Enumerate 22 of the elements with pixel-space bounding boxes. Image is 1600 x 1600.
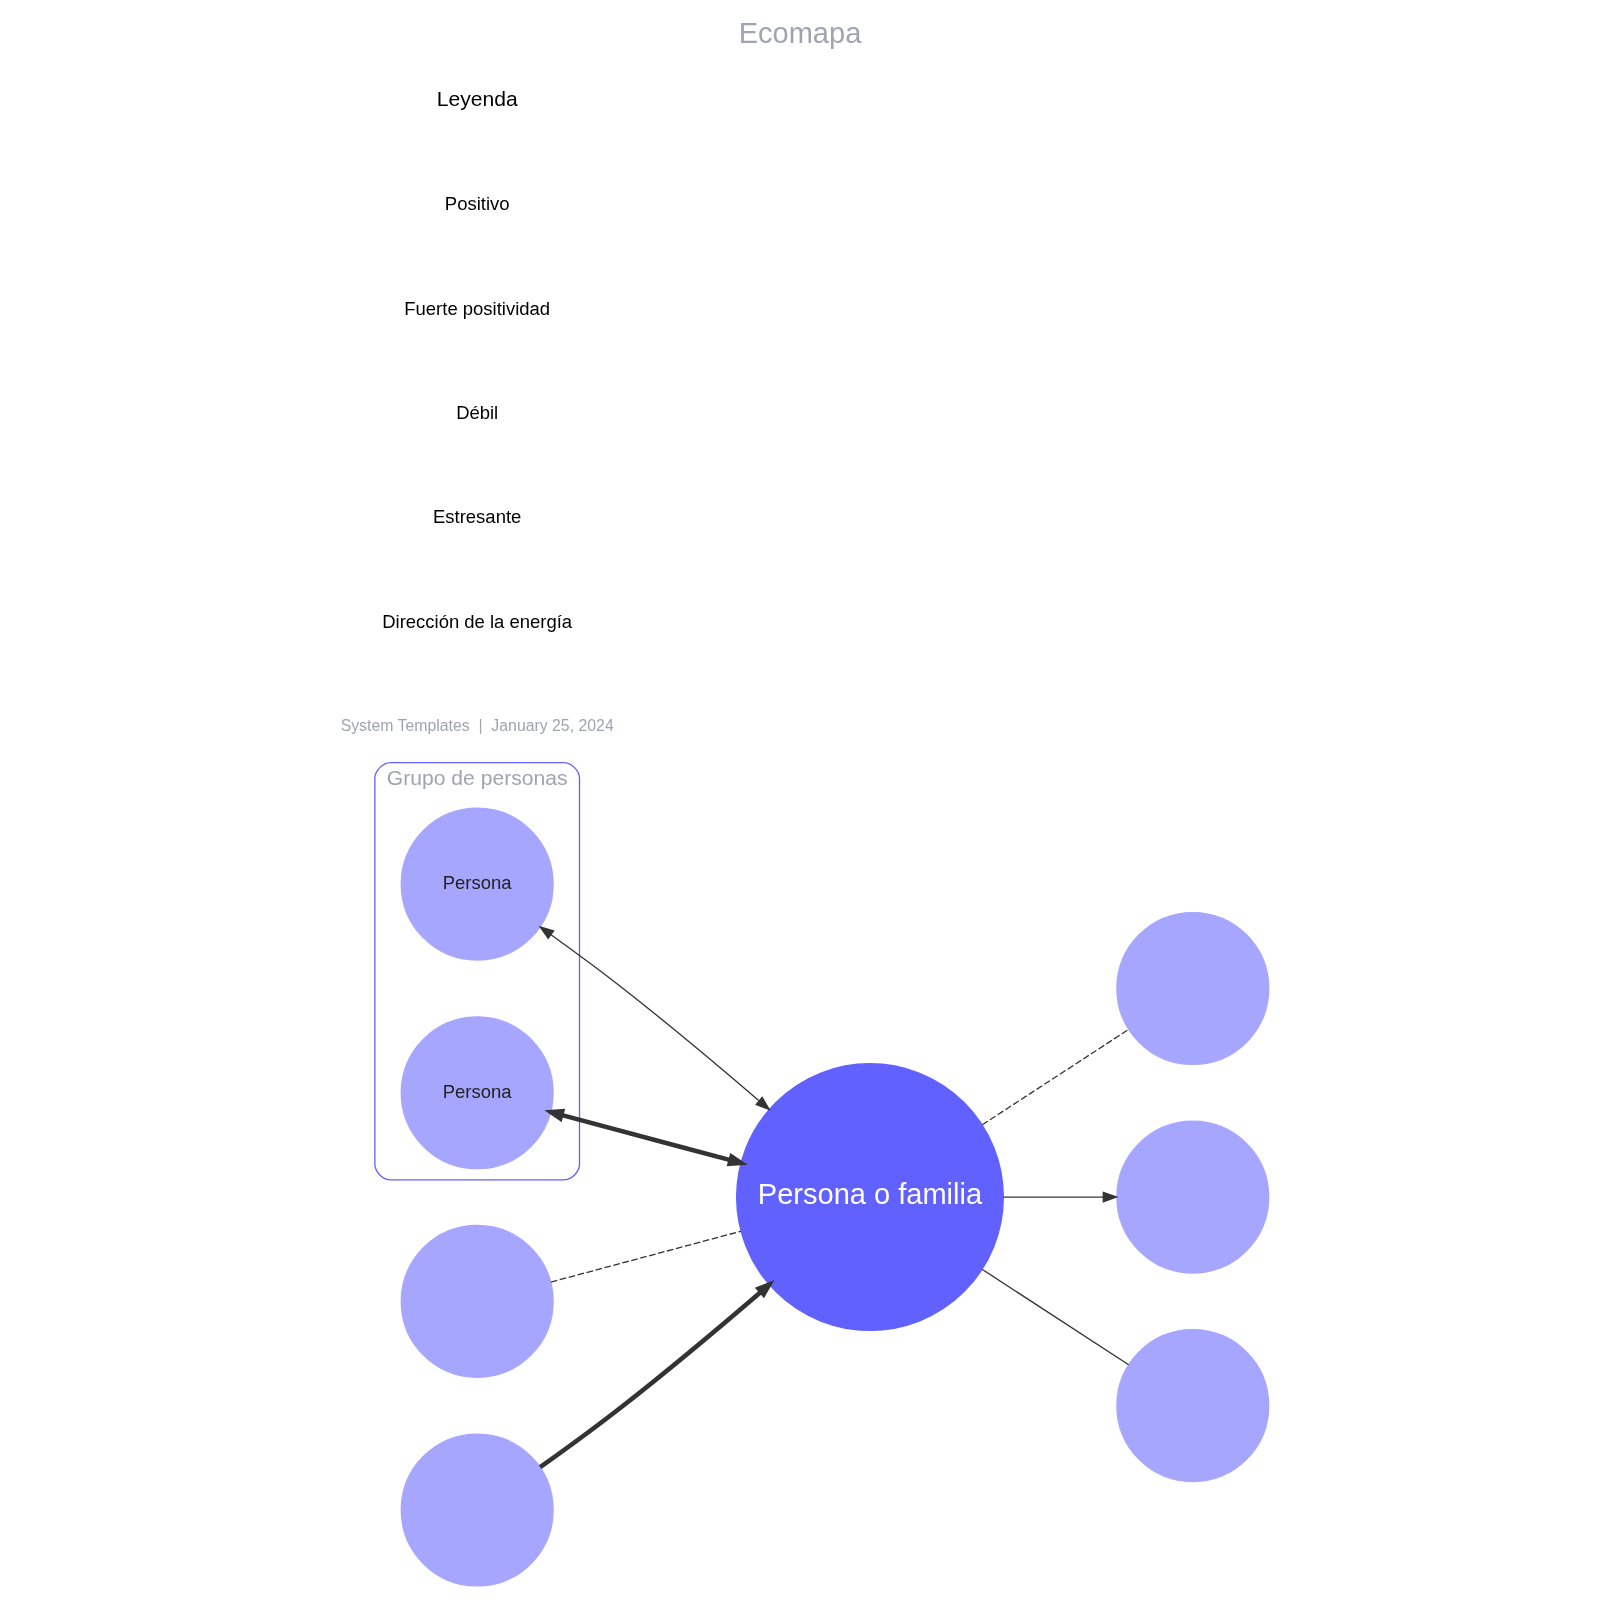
legend-label: Débil: [456, 402, 499, 424]
arrow: [544, 1108, 748, 1167]
arrow: [1002, 1191, 1119, 1203]
connector: [981, 1268, 1130, 1366]
legend-label: Estresante: [433, 506, 522, 528]
node-circle: [1116, 911, 1270, 1066]
arrow: [538, 925, 771, 1111]
diagram-title: Ecomapa: [738, 16, 862, 49]
node-circle: [400, 1433, 554, 1587]
node-circle: [1116, 1120, 1270, 1274]
node-circle: [400, 1224, 554, 1378]
label: Leyenda: [436, 87, 518, 111]
connector: [550, 1230, 742, 1283]
node-circle: Persona: [400, 1016, 554, 1170]
arrow: [538, 1280, 775, 1470]
label: System Templates | January 25, 2024: [340, 717, 614, 735]
connector: [981, 1028, 1130, 1126]
legend-label: Positivo: [444, 193, 510, 215]
node-circle: Persona o familia: [735, 1063, 1004, 1332]
legend-label: Dirección de la energía: [382, 610, 573, 632]
legend-label: Fuerte positividad: [404, 297, 551, 319]
node-circle: [1116, 1329, 1270, 1483]
